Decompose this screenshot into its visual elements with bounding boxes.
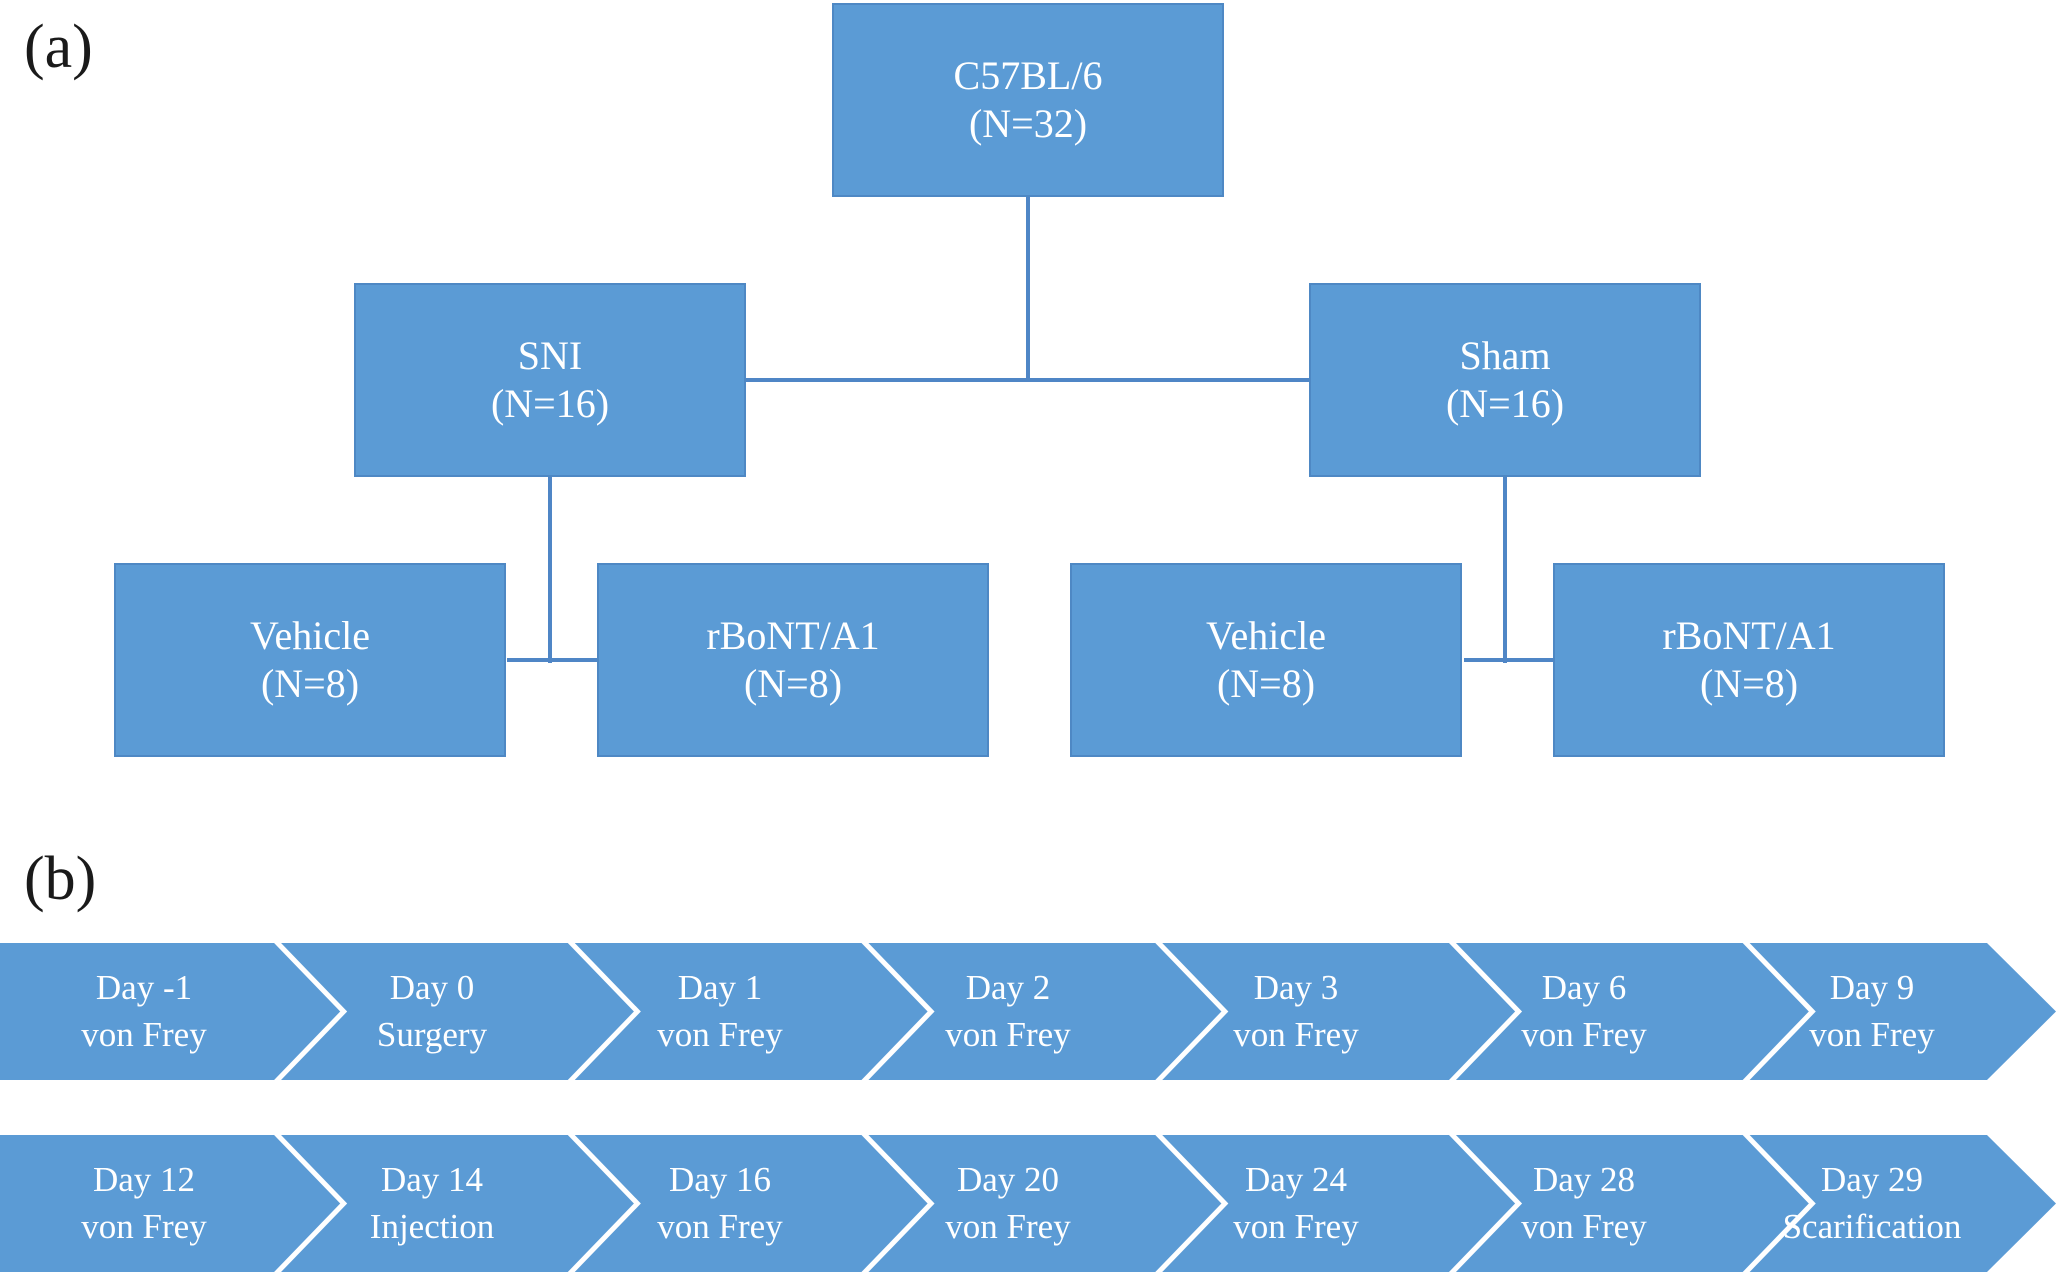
node-sni-rbont-count: (N=8) xyxy=(743,661,843,706)
segment-day: Day 29 xyxy=(1820,1160,1924,1200)
timeline-segment: Day 16 von Frey xyxy=(576,1135,864,1272)
node-sham-vehicle: Vehicle (N=8) xyxy=(1070,563,1462,757)
timeline-segment: Day 9 von Frey xyxy=(1728,943,2056,1080)
chevron-separator xyxy=(1448,943,1523,1080)
connector-sni-children-horizontal xyxy=(507,658,597,662)
timeline-segment: Day 1 von Frey xyxy=(576,943,864,1080)
node-sham-vehicle-title: Vehicle xyxy=(1206,613,1326,658)
node-sni-vehicle: Vehicle (N=8) xyxy=(114,563,506,757)
node-sham-title: Sham xyxy=(1459,333,1551,378)
timeline-row-2-segments: Day 12 von Frey Day 14 Injection Day 16 … xyxy=(0,1135,2056,1272)
segment-event: von Frey xyxy=(1233,1206,1359,1246)
timeline-segment: Day -1 von Frey xyxy=(0,943,288,1080)
segment-day: Day 6 xyxy=(1541,968,1627,1008)
chevron-separator xyxy=(1155,1135,1229,1272)
chevron-separator xyxy=(567,943,641,1080)
chevron-separator xyxy=(861,943,935,1080)
chevron-band xyxy=(0,943,2056,1080)
panel-b-label: (b) xyxy=(24,845,97,913)
node-sni-title: SNI xyxy=(517,333,583,378)
segment-day: Day 2 xyxy=(965,968,1051,1008)
segment-day: Day 9 xyxy=(1829,968,1915,1008)
chevron-separator xyxy=(861,1135,935,1272)
timeline-row-1-shape xyxy=(0,943,2056,1080)
node-c57bl6: C57BL/6 (N=32) xyxy=(832,3,1224,197)
segment-day: Day 0 xyxy=(389,968,475,1008)
segment-day: Day 24 xyxy=(1244,1160,1348,1200)
timeline-segment: Day 29 Scarification xyxy=(1728,1135,2056,1272)
chevron-separator xyxy=(1742,1135,1816,1272)
segment-event: von Frey xyxy=(657,1014,783,1054)
segment-event: von Frey xyxy=(657,1206,783,1246)
connector-sni-sham-horizontal xyxy=(746,378,1310,382)
timeline-segment: Day 2 von Frey xyxy=(864,943,1152,1080)
segment-event: von Frey xyxy=(81,1206,207,1246)
segment-event: Scarification xyxy=(1782,1206,1962,1246)
segment-day: Day 12 xyxy=(92,1160,196,1200)
segment-event: von Frey xyxy=(1521,1014,1647,1054)
timeline-row-2-shape xyxy=(0,1135,2056,1272)
connector-sham-vertical xyxy=(1503,477,1507,663)
segment-day: Day 3 xyxy=(1253,968,1339,1008)
segment-day: Day 28 xyxy=(1532,1160,1636,1200)
node-sni-rbont: rBoNT/A1 (N=8) xyxy=(597,563,989,757)
timeline-row-2: Day 12 von Frey Day 14 Injection Day 16 … xyxy=(0,1135,2056,1272)
chevron-separator xyxy=(274,1135,348,1272)
node-sni-vehicle-title: Vehicle xyxy=(250,613,370,658)
connector-sni-vertical xyxy=(548,477,552,663)
timeline-segment: Day 24 von Frey xyxy=(1152,1135,1440,1272)
segment-event: Surgery xyxy=(376,1014,488,1054)
timeline-segment: Day 14 Injection xyxy=(288,1135,576,1272)
chevron-separator xyxy=(1448,1135,1523,1272)
chevron-separator xyxy=(1742,943,1816,1080)
chevron-separator xyxy=(567,1135,641,1272)
timeline-segment: Day 6 von Frey xyxy=(1440,943,1728,1080)
node-sham: Sham (N=16) xyxy=(1309,283,1701,477)
segment-event: von Frey xyxy=(81,1014,207,1054)
timeline-row-1-segments: Day -1 von Frey Day 0 Surgery Day 1 von … xyxy=(0,943,2056,1080)
timeline-segment: Day 28 von Frey xyxy=(1440,1135,1728,1272)
chevron-separator xyxy=(274,943,348,1080)
timeline-segment: Day 20 von Frey xyxy=(864,1135,1152,1272)
segment-event: von Frey xyxy=(1809,1014,1935,1054)
node-sni-vehicle-count: (N=8) xyxy=(260,661,360,706)
node-sham-rbont-title: rBoNT/A1 xyxy=(1662,613,1836,658)
node-sham-vehicle-count: (N=8) xyxy=(1216,661,1316,706)
segment-event: Injection xyxy=(369,1206,495,1246)
timeline-segment: Day 0 Surgery xyxy=(288,943,576,1080)
connector-root-vertical xyxy=(1026,196,1030,382)
segment-day: Day -1 xyxy=(95,968,193,1008)
segment-event: von Frey xyxy=(1521,1206,1647,1246)
segment-day: Day 1 xyxy=(677,968,763,1008)
timeline-segment: Day 12 von Frey xyxy=(0,1135,288,1272)
chevron-separator xyxy=(1155,943,1229,1080)
segment-day: Day 14 xyxy=(380,1160,484,1200)
node-sni-rbont-title: rBoNT/A1 xyxy=(706,613,880,658)
segment-event: von Frey xyxy=(945,1206,1071,1246)
node-sni: SNI (N=16) xyxy=(354,283,746,477)
node-c57bl6-count: (N=32) xyxy=(968,101,1088,146)
panel-a-label: (a) xyxy=(24,13,93,81)
node-sham-count: (N=16) xyxy=(1445,381,1565,426)
segment-day: Day 16 xyxy=(668,1160,772,1200)
segment-event: von Frey xyxy=(1233,1014,1359,1054)
node-sham-rbont-count: (N=8) xyxy=(1699,661,1799,706)
segment-day: Day 20 xyxy=(956,1160,1060,1200)
connector-sham-children-horizontal xyxy=(1464,658,1553,662)
timeline-row-1: Day -1 von Frey Day 0 Surgery Day 1 von … xyxy=(0,943,2056,1080)
segment-event: von Frey xyxy=(945,1014,1071,1054)
timeline-segment: Day 3 von Frey xyxy=(1152,943,1440,1080)
node-c57bl6-title: C57BL/6 xyxy=(953,53,1103,98)
chevron-band xyxy=(0,1135,2056,1272)
node-sni-count: (N=16) xyxy=(490,381,610,426)
node-sham-rbont: rBoNT/A1 (N=8) xyxy=(1553,563,1945,757)
